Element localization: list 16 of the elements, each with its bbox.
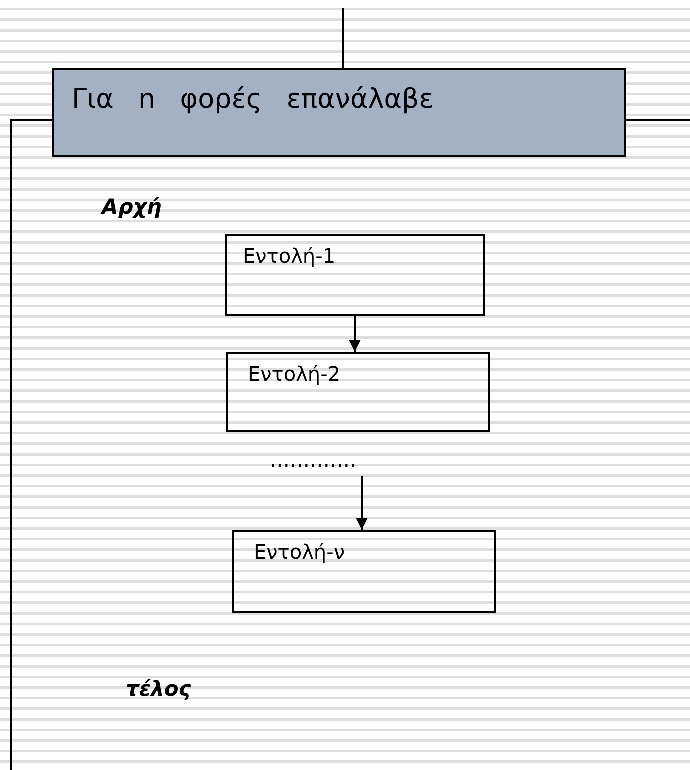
process-box: [225, 234, 485, 316]
loop-header-box: [52, 68, 626, 157]
connector-line: [626, 119, 690, 121]
statement-text: Εντολή-ν: [254, 540, 345, 564]
process-box: [226, 352, 490, 432]
connector-line: [10, 119, 52, 770]
keyword-label: Αρχή: [102, 195, 162, 219]
ellipsis-text: ………….: [270, 448, 356, 472]
statement-text: Εντολή-1: [243, 244, 336, 268]
process-box: [232, 530, 496, 613]
connector-line: [342, 8, 344, 68]
arrow: [356, 476, 368, 530]
loop-title: Για n φορές επανάλαβε: [72, 84, 434, 115]
arrow: [349, 316, 361, 352]
keyword-label: τέλος: [126, 677, 192, 701]
statement-text: Εντολή-2: [248, 362, 341, 386]
